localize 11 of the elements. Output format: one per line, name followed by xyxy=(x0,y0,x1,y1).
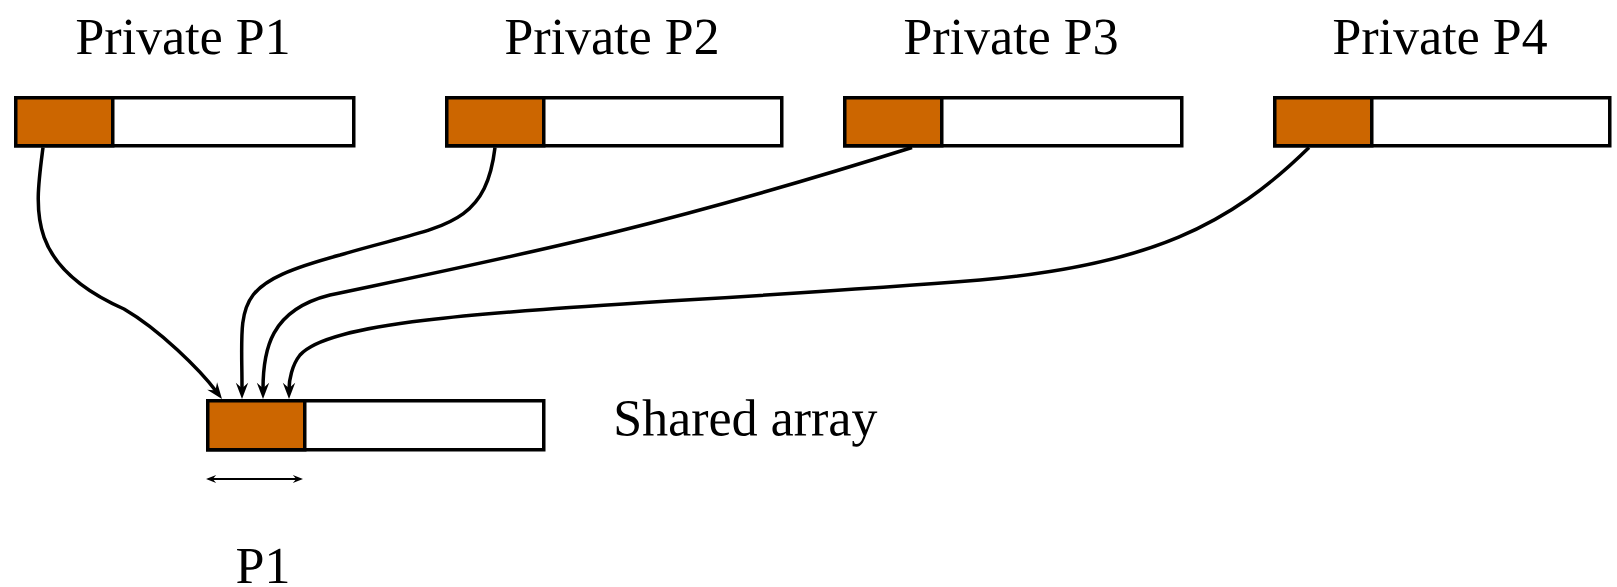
array-caption: Shared array xyxy=(616,399,878,447)
highlighted-segment xyxy=(1273,96,1374,148)
highlighted-segment xyxy=(445,96,546,148)
highlighted-segment xyxy=(843,96,944,148)
highlighted-segment xyxy=(14,96,115,148)
highlighted-segment xyxy=(206,399,307,452)
array-heading: Private P4 xyxy=(1333,19,1547,55)
array-heading: Private P3 xyxy=(904,19,1117,55)
array-heading: Private P2 xyxy=(505,19,717,55)
dimension-label: P1 xyxy=(237,548,288,583)
array-heading: Private P1 xyxy=(76,19,288,55)
